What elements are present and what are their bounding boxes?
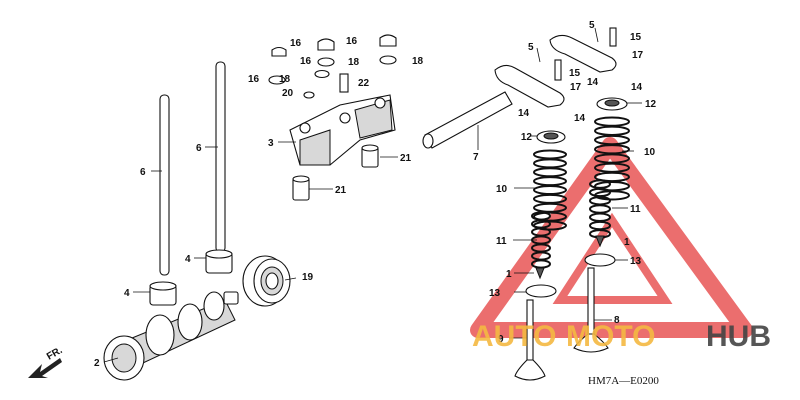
label-bolt: 22	[358, 78, 370, 89]
watermark-hub: HUB	[706, 320, 771, 353]
label-nut-b: 14	[574, 113, 586, 124]
label-lifter-mid: 4	[185, 254, 191, 265]
lifter-mid	[205, 249, 233, 274]
leader-lines	[103, 27, 642, 363]
label-cotter-right: 1	[624, 237, 630, 248]
retainer-right	[596, 97, 628, 111]
label-adjuster-left: 15	[569, 68, 581, 79]
label-rocker-arm-left: 5	[528, 42, 534, 53]
callout-labels: 2 3 4 4 6 6 5 5 7 8 9 10 10 11 11 12 12 …	[94, 20, 657, 369]
inner-spring-left	[531, 211, 551, 269]
label-inner-spring-left: 11	[496, 236, 507, 247]
label-retainer-right: 12	[645, 99, 657, 110]
label-spring-seat-right: 13	[630, 256, 642, 267]
label-cap-nut-a: 16	[290, 38, 302, 49]
adjuster-left	[554, 59, 562, 81]
cotter-left	[535, 267, 545, 280]
label-adjuster-right: 15	[630, 32, 642, 43]
lifter-left	[149, 281, 177, 306]
label-nut-c: 14	[587, 77, 599, 88]
retainer-left	[536, 130, 566, 144]
label-pushrod-mid: 6	[196, 143, 202, 154]
camshaft	[103, 291, 239, 381]
label-inner-spring-right: 11	[630, 204, 641, 215]
intake-valve	[514, 299, 546, 381]
label-lifter-left: 4	[124, 288, 130, 299]
adjuster-right	[609, 27, 617, 47]
label-outer-spring-right: 10	[644, 147, 656, 158]
label-pushrod-left: 6	[140, 167, 146, 178]
cap-nut-hardware	[268, 34, 397, 99]
label-nut-a: 14	[518, 108, 530, 119]
spring-coil	[594, 125, 630, 136]
spring-coil	[589, 204, 611, 214]
label-washer-d: 18	[412, 56, 424, 67]
front-direction-marker	[28, 358, 62, 378]
spring-coil	[533, 158, 567, 169]
label-washer-a: 17	[570, 82, 582, 93]
inner-spring-right	[589, 179, 611, 239]
outer-spring-right	[594, 116, 630, 201]
outer-spring-left	[533, 149, 567, 231]
spring-coil	[594, 116, 630, 127]
label-washer-f: 20	[282, 88, 294, 99]
label-rocker-shaft: 7	[473, 152, 479, 163]
rocker-arm-left	[494, 64, 565, 108]
label-dowel-a: 21	[400, 153, 412, 164]
bearing	[242, 255, 291, 307]
label-washer-c: 18	[348, 57, 360, 68]
label-cap-nut-c: 16	[300, 56, 312, 67]
rocker-holder	[289, 94, 396, 166]
spring-coil	[533, 167, 567, 178]
label-cap-nut-b: 16	[346, 36, 358, 47]
rocker-arm-right	[549, 34, 617, 73]
watermark-auto: AUTO	[472, 320, 556, 353]
watermark-text: AUTO MOTO HUB	[472, 320, 771, 353]
label-rocker-arm-right: 5	[589, 20, 595, 31]
label-rocker-holder: 3	[268, 138, 274, 149]
dowel-a	[361, 144, 379, 168]
label-exhaust-valve: 8	[614, 315, 620, 326]
watermark-moto: MOTO	[566, 320, 655, 353]
spring-seat-left	[525, 284, 557, 298]
label-nut-d: 14	[631, 82, 643, 93]
spring-coil	[533, 193, 567, 204]
label-outer-spring-left: 10	[496, 184, 508, 195]
spring-coil	[533, 176, 567, 187]
exhaust-valve	[573, 267, 609, 353]
pushrod-left	[159, 94, 170, 276]
spring-coil	[533, 185, 567, 195]
spring-coil	[589, 212, 611, 223]
label-camshaft: 2	[94, 358, 100, 369]
label-spring-seat-left: 13	[489, 288, 501, 299]
diagram-code: HM7A—E0200	[588, 375, 659, 387]
label-washer-b: 17	[632, 50, 644, 61]
label-bearing: 19	[302, 272, 314, 283]
spring-seat-right	[584, 253, 616, 267]
spring-coil	[533, 149, 567, 160]
label-dowel-b: 21	[335, 185, 347, 196]
front-marker-text: FR.	[45, 345, 65, 363]
pushrod-mid	[215, 61, 226, 253]
dowel-b	[292, 175, 310, 201]
label-cap-nut-d: 16	[248, 74, 260, 85]
rocker-shaft	[422, 91, 513, 149]
label-washer-e: 18	[279, 74, 291, 85]
label-cotter-left: 1	[506, 269, 512, 280]
cotter-right	[595, 235, 605, 248]
label-intake-valve: 9	[498, 334, 504, 345]
label-retainer-left-text: 12	[521, 132, 533, 143]
